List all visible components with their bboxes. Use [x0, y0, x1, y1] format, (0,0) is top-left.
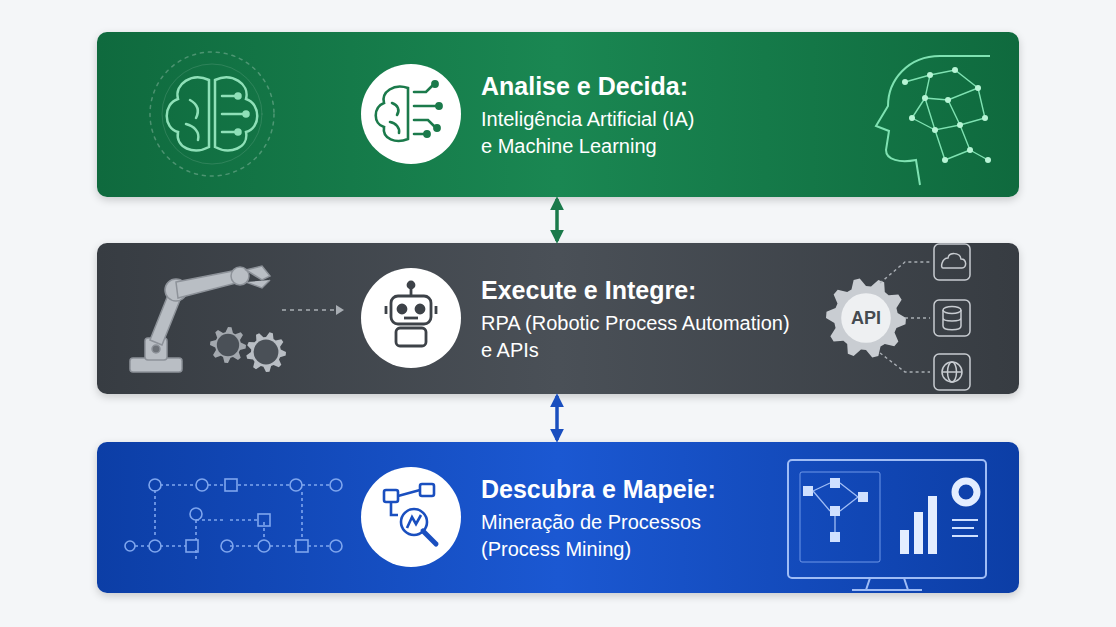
- text-column: Analise e Decida: Inteligência Artificial…: [481, 70, 703, 160]
- gear: [210, 327, 246, 363]
- gear-hub: [841, 293, 891, 343]
- gear-teeth: [210, 327, 246, 363]
- ai-brain-icon: [376, 81, 442, 141]
- icon-circle: [361, 467, 461, 567]
- icon-circle: [361, 268, 461, 368]
- text-column: Descubra e Mapeie: Mineração de Processos…: [481, 473, 721, 563]
- layer-band: Analise e Decida: Inteligência Artificial…: [97, 32, 1019, 197]
- band-description: Inteligência Artificial (IA) e Machine L…: [481, 106, 703, 160]
- brain-illustration: [150, 52, 274, 176]
- text-column: Execute e Integre: RPA (Robotic Process A…: [481, 274, 801, 364]
- dashed-arrow: [282, 309, 338, 311]
- gears: [210, 278, 906, 372]
- robot-arm: [130, 266, 270, 372]
- band-heading: Descubra e Mapeie:: [481, 473, 721, 505]
- api-label: API: [851, 308, 881, 329]
- service-boxes: [934, 244, 970, 390]
- band-description: RPA (Robotic Process Automation) e APIs: [481, 310, 801, 364]
- double-arrow: [555, 396, 559, 440]
- band-heading: Execute e Integre:: [481, 274, 801, 306]
- gear-hub: [217, 334, 239, 356]
- gear: [246, 332, 286, 372]
- band-heading: Analise e Decida:: [481, 70, 703, 102]
- icon-circle: [361, 64, 461, 164]
- gear-hub: [254, 340, 279, 365]
- process-mining-icon: [384, 484, 436, 544]
- robot-icon: [386, 282, 436, 346]
- process-network: [125, 479, 342, 560]
- gear: [826, 278, 906, 357]
- arrow-head: [336, 305, 344, 315]
- band-description: Mineração de Processos (Process Mining): [481, 509, 721, 563]
- gear-teeth: [826, 278, 906, 357]
- gear-teeth: [246, 332, 286, 372]
- monitor: [788, 460, 986, 590]
- service-links: [880, 262, 930, 372]
- head-network: [876, 56, 991, 185]
- layer-band: Descubra e Mapeie: Mineração de Processos…: [97, 442, 1019, 593]
- double-arrow: [555, 199, 559, 241]
